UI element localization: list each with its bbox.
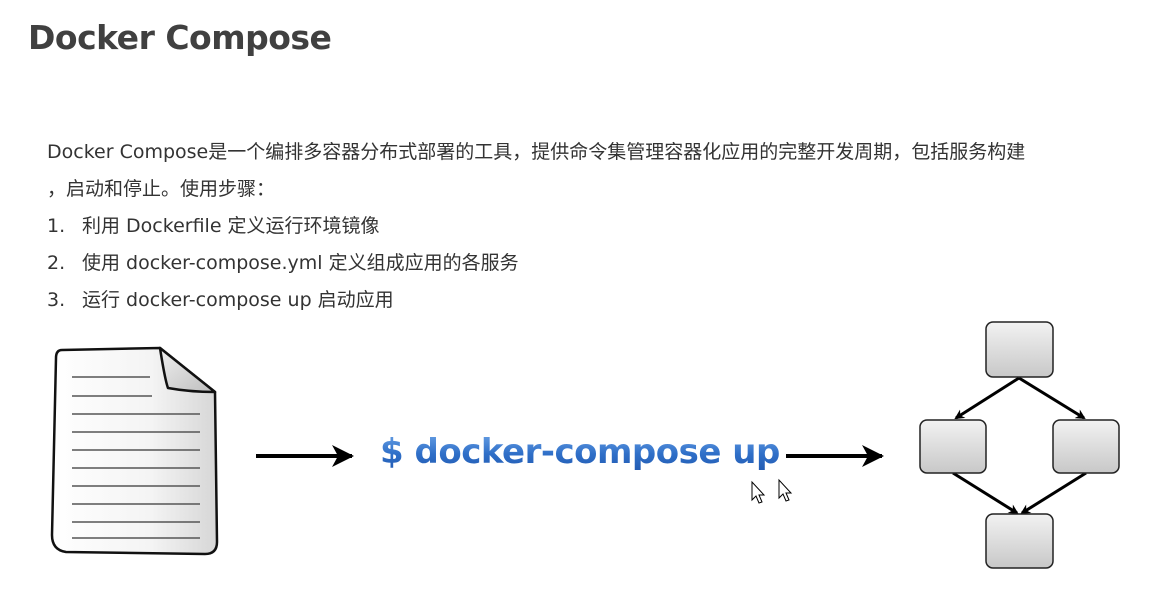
step-number: 1. <box>47 215 66 237</box>
description-line-2: ，启动和停止。使用步骤： <box>47 178 276 200</box>
step-text: 运行 docker-compose up 启动应用 <box>82 289 394 311</box>
step-item: 3. 运行 docker-compose up 启动应用 <box>47 282 519 319</box>
document-icon <box>50 346 219 556</box>
page-title: Docker Compose <box>28 18 332 57</box>
step-number: 2. <box>47 252 66 274</box>
step-item: 1. 利用 Dockerfile 定义运行环境镜像 <box>47 208 519 245</box>
service-graph <box>919 321 1120 569</box>
workflow-diagram: $ docker-compose up <box>0 310 1163 594</box>
step-text: 利用 Dockerfile 定义运行环境镜像 <box>82 215 380 237</box>
description: Docker Compose是一个编排多容器分布式部署的工具，提供命令集管理容器… <box>47 134 1137 208</box>
service-node <box>919 419 987 474</box>
step-item: 2. 使用 docker-compose.yml 定义组成应用的各服务 <box>47 245 519 282</box>
cursor-icon <box>751 480 766 504</box>
command-text: $ docker-compose up <box>380 432 780 472</box>
description-line-1: Docker Compose是一个编排多容器分布式部署的工具，提供命令集管理容器… <box>47 141 1026 163</box>
cursor-icon <box>778 478 793 502</box>
service-node <box>985 321 1054 378</box>
steps-list: 1. 利用 Dockerfile 定义运行环境镜像 2. 使用 docker-c… <box>47 208 519 319</box>
service-node <box>1052 419 1120 474</box>
service-node <box>985 513 1054 569</box>
step-text: 使用 docker-compose.yml 定义组成应用的各服务 <box>82 252 519 274</box>
diagram-graphics <box>50 321 1120 569</box>
step-number: 3. <box>47 289 66 311</box>
